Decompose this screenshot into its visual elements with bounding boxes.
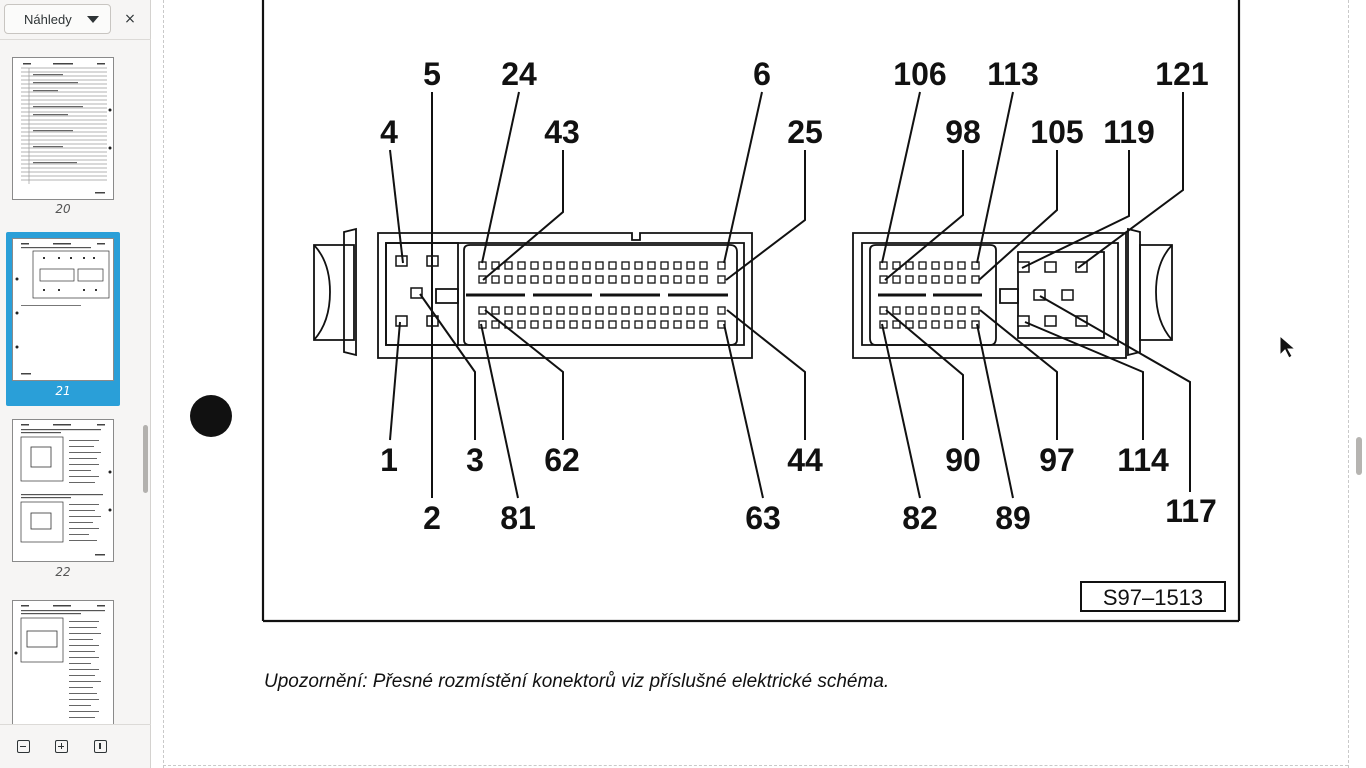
- pin-label-44: 44: [787, 442, 823, 478]
- pin-label-82: 82: [902, 500, 938, 536]
- pin-label-113: 113: [987, 56, 1039, 92]
- thumbnail-page-20[interactable]: [12, 57, 114, 200]
- one-box-icon: [99, 743, 101, 749]
- page-edge-left: [163, 0, 164, 768]
- document-view[interactable]: [151, 0, 1366, 768]
- pin-label-43: 43: [544, 114, 580, 150]
- sidebar-footer: [0, 724, 151, 768]
- pin-label-4: 4: [380, 114, 398, 150]
- actual-size-button[interactable]: [94, 740, 107, 753]
- pin-label-25: 25: [787, 114, 823, 150]
- thumbnail-scrollbar[interactable]: [143, 425, 148, 493]
- punch-hole-mark: [190, 395, 232, 437]
- thumbnail-21-content: [15, 243, 110, 375]
- pin-label-81: 81: [500, 500, 536, 536]
- document-scrollbar[interactable]: [1356, 437, 1362, 475]
- sidebar-view-label: Náhledy: [24, 11, 72, 27]
- diagram-id-box: [1080, 581, 1226, 612]
- plus-box-icon-vertical: [60, 743, 62, 749]
- sidebar-view-dropdown[interactable]: Náhledy: [4, 4, 111, 34]
- pin-label-63: 63: [745, 500, 781, 536]
- pin-label-114: 114: [1117, 442, 1169, 478]
- right-connector-housing: [852, 227, 1173, 359]
- pin-label-1: 1: [380, 442, 398, 478]
- thumbnail-label-22: 22: [55, 565, 71, 579]
- thumbnail-page-22[interactable]: [12, 419, 114, 562]
- thumbnail-23-content: [14, 605, 105, 718]
- minus-box-icon: [20, 745, 26, 747]
- mouse-cursor-icon: [1279, 335, 1297, 359]
- pin-label-62: 62: [544, 442, 580, 478]
- pin-label-24: 24: [501, 56, 537, 92]
- pin-label-6: 6: [753, 56, 771, 92]
- pin-label-89: 89: [995, 500, 1031, 536]
- pin-label-90: 90: [945, 442, 981, 478]
- thumbnail-page-23[interactable]: [12, 600, 114, 724]
- pin-label-3: 3: [466, 442, 484, 478]
- thumbnail-label-20: 20: [55, 202, 71, 216]
- thumbnail-20-content: [21, 63, 112, 194]
- zoom-in-button[interactable]: [55, 740, 68, 753]
- pin-label-97: 97: [1039, 442, 1075, 478]
- zoom-out-button[interactable]: [17, 740, 30, 753]
- page-edge-bottom: [163, 765, 1348, 766]
- page-edge-right: [1348, 0, 1349, 768]
- close-icon: ×: [124, 11, 136, 27]
- note-text: Upozornění: Přesné rozmístění konektorů …: [264, 671, 890, 692]
- thumbnail-list[interactable]: 20 21: [0, 40, 138, 724]
- pin-label-2: 2: [423, 500, 441, 536]
- left-small-pins: [478, 261, 726, 329]
- chevron-down-icon: [87, 16, 99, 23]
- pin-label-5: 5: [423, 56, 441, 92]
- thumbnail-label-21: 21: [55, 384, 71, 398]
- left-connector-housing: [313, 227, 753, 359]
- pin-label-105: 105: [1030, 114, 1083, 150]
- right-large-pins: [1017, 261, 1088, 327]
- pin-label-119: 119: [1103, 114, 1155, 150]
- thumbnail-22-content: [20, 424, 112, 556]
- close-sidebar-button[interactable]: ×: [120, 9, 140, 29]
- sidebar-header: Náhledy ×: [0, 0, 151, 40]
- pin-label-106: 106: [893, 56, 946, 92]
- thumbnail-page-21[interactable]: [12, 238, 114, 381]
- pin-label-98: 98: [945, 114, 981, 150]
- right-small-pins: [879, 261, 980, 329]
- pin-label-121: 121: [1155, 56, 1208, 92]
- thumbnail-sidebar: Náhledy ×: [0, 0, 151, 768]
- leader-lines: [389, 91, 1191, 499]
- diagram-id: S97–1513: [1103, 585, 1203, 610]
- pin-label-117: 117: [1165, 493, 1217, 529]
